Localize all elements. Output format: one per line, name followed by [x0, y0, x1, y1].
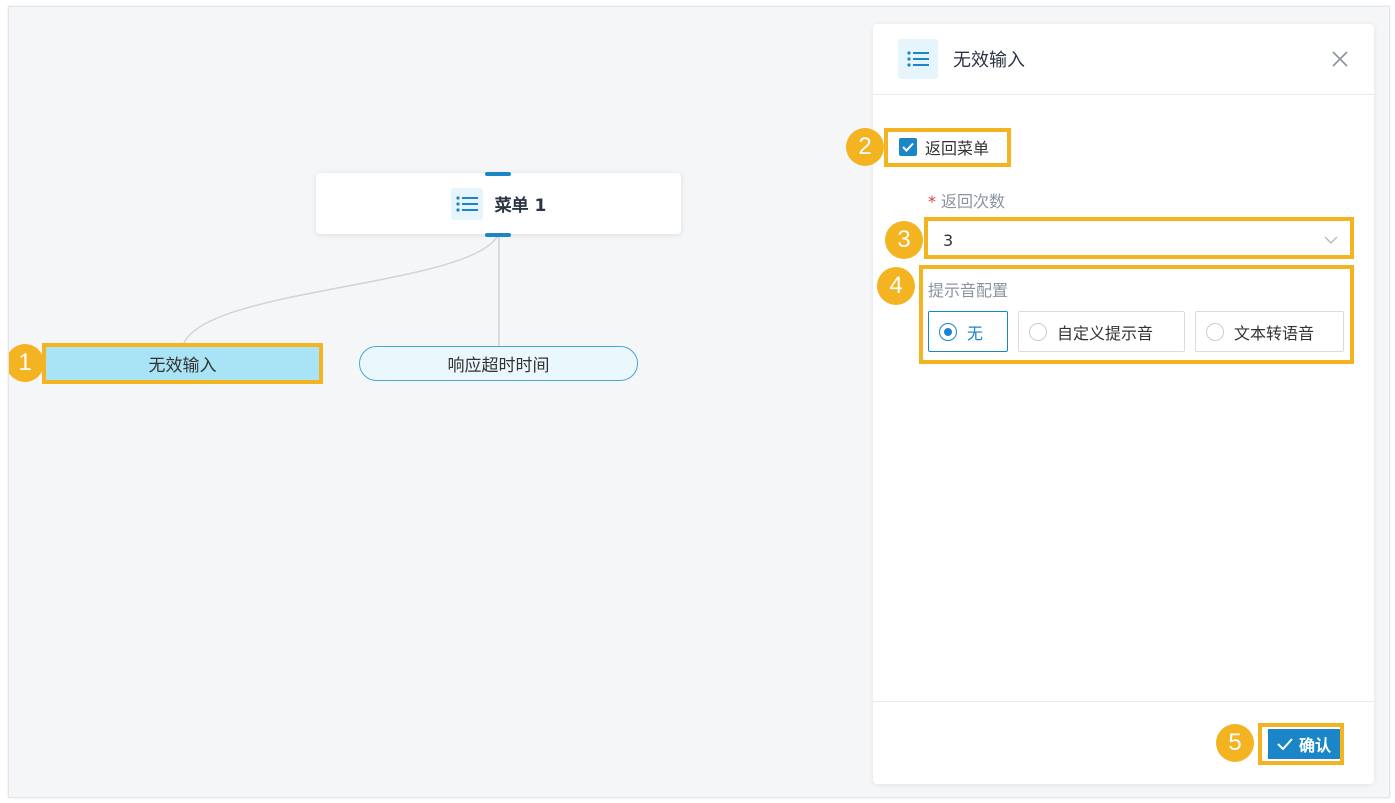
callout-highlight-4: [919, 265, 1354, 364]
callout-badge-2: 2: [846, 128, 884, 166]
branch-label: 响应超时时间: [447, 356, 550, 376]
radio-button: [1029, 322, 1047, 341]
callout-badge-4: 4: [877, 267, 915, 305]
return-menu-label: 返回菜单: [925, 139, 990, 158]
connector-invalid: [182, 232, 500, 347]
branch-invalid-input[interactable]: 无效输入: [45, 346, 320, 381]
radio-label: 文本转语音: [1234, 323, 1315, 343]
callout-highlight-3: [924, 217, 1354, 259]
return-count-label-text: 返回次数: [941, 192, 1006, 211]
prompt-config-radio-group: 无 自定义提示音 文本转语音: [928, 311, 1344, 352]
callout-badge-1: 1: [9, 344, 44, 382]
callout-badge-3: 3: [885, 221, 923, 259]
panel-title: 无效输入: [953, 50, 1025, 71]
callout-highlight-5: [1258, 723, 1344, 765]
confirm-button-label: 确认: [1298, 738, 1331, 755]
prompt-option-custom[interactable]: 自定义提示音: [1018, 311, 1185, 352]
callout-badge-5: 5: [1216, 724, 1254, 762]
node-port-bottom[interactable]: [485, 233, 511, 237]
app-frame: 菜单 1 无效输入 1 响应超时时间 无效输入: [8, 6, 1390, 798]
return-menu-checkbox[interactable]: [899, 138, 917, 156]
branch-label: 无效输入: [148, 356, 217, 376]
branch-timeout[interactable]: 响应超时时间: [359, 346, 638, 381]
panel-header: 无效输入: [873, 24, 1374, 95]
prompt-option-tts[interactable]: 文本转语音: [1195, 311, 1344, 352]
list-icon: [898, 39, 938, 79]
callout-highlight-1: [42, 343, 323, 384]
settings-panel: 无效输入 返回菜单 2 * 返回次数 3 3 提示音配置 无: [846, 24, 1374, 784]
panel-footer: 确认 5: [873, 701, 1374, 784]
return-menu-option[interactable]: 返回菜单: [889, 132, 999, 162]
confirm-button[interactable]: 确认: [1268, 729, 1340, 759]
chevron-down-icon: [1324, 236, 1338, 244]
required-mark: *: [928, 192, 936, 211]
prompt-option-none[interactable]: 无: [928, 311, 1008, 352]
node-port-top[interactable]: [485, 172, 511, 176]
return-count-select[interactable]: 3: [929, 223, 1350, 257]
radio-label: 无: [967, 323, 984, 343]
return-count-value: 3: [943, 230, 954, 250]
check-icon: [902, 142, 914, 152]
radio-button: [939, 322, 957, 341]
prompt-config-label: 提示音配置: [928, 281, 1009, 300]
return-count-label: * 返回次数: [928, 188, 1005, 212]
flow-canvas[interactable]: 菜单 1 无效输入 1 响应超时时间: [9, 7, 1389, 797]
callout-highlight-2: [884, 128, 1011, 167]
close-icon[interactable]: [1330, 49, 1350, 69]
connector-lines: [182, 232, 500, 347]
check-icon: [1277, 738, 1293, 750]
menu-node-title: 菜单 1: [494, 196, 547, 216]
radio-label: 自定义提示音: [1057, 323, 1154, 343]
list-icon: [450, 187, 483, 220]
radio-button: [1206, 322, 1224, 341]
menu-node[interactable]: 菜单 1: [316, 172, 681, 237]
